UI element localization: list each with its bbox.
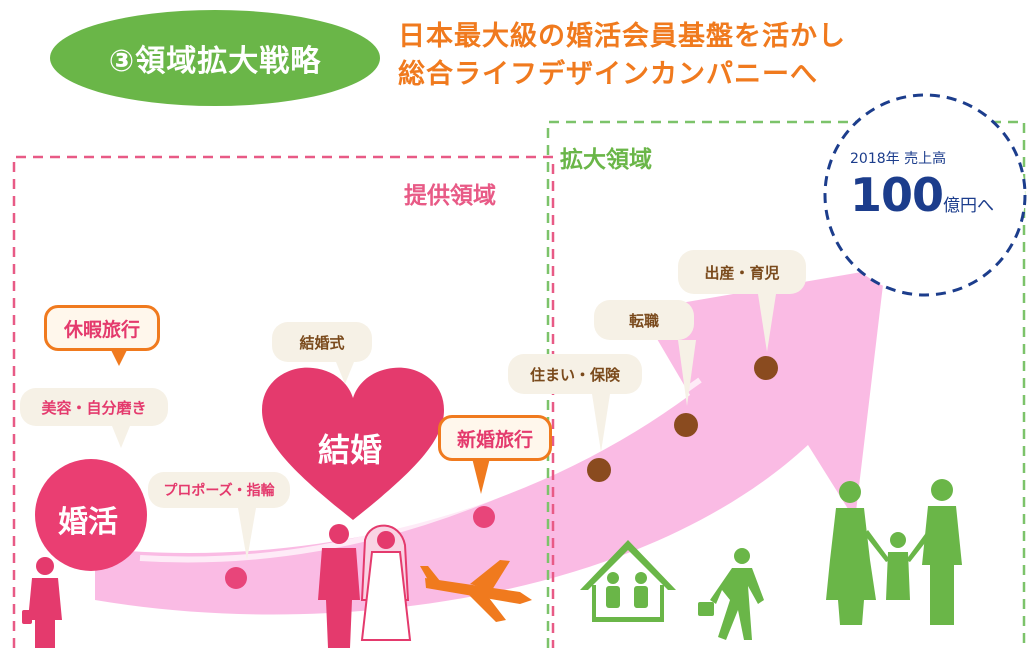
- target-caption: 2018年 売上高: [850, 151, 947, 167]
- beauty-label: 美容・自分磨き: [41, 398, 147, 417]
- target-circle: [823, 93, 1027, 297]
- expanded-zone-label: 拡大領域: [560, 147, 652, 173]
- groom-icon: [318, 524, 360, 648]
- current-zone-border: [12, 155, 555, 648]
- businessman-icon: [22, 557, 62, 648]
- job-change-dot: [674, 413, 698, 437]
- job-change-label: 転職: [628, 311, 659, 330]
- honeymoon-bubble-tail: [472, 458, 490, 494]
- housing-dot: [587, 458, 611, 482]
- housing-bubble-tail: [592, 394, 610, 452]
- section-title: ③領域拡大戦略: [108, 44, 322, 79]
- beauty-bubble: 美容・自分磨き: [20, 388, 168, 426]
- housing-bubble: 住まい・保険: [508, 354, 642, 394]
- heart-shape: [262, 367, 444, 520]
- kekkon-label: 結婚: [318, 431, 383, 469]
- vacation-label: 休暇旅行: [63, 318, 140, 341]
- honeymoon-dot: [473, 506, 495, 528]
- wedding-ceremony-label: 結婚式: [299, 333, 345, 352]
- proposal-dot: [225, 567, 247, 589]
- housing-label: 住まい・保険: [529, 365, 620, 384]
- family-icon: [826, 479, 962, 625]
- konkatsu-circle: [35, 459, 147, 571]
- wedding-ceremony-bubble: 結婚式: [272, 322, 372, 362]
- airplane-icon: [420, 560, 532, 622]
- walking-businessman-icon: [698, 548, 764, 640]
- vacation-bubble-tail: [110, 348, 128, 366]
- house-family-icon: [580, 540, 676, 622]
- honeymoon-label: 新婚旅行: [456, 428, 533, 451]
- childbirth-bubble: 出産・育児: [678, 250, 806, 294]
- proposal-bubble: プロポーズ・指輪: [148, 472, 290, 508]
- vacation-bubble: 休暇旅行: [44, 305, 160, 351]
- job-change-bubble: 転職: [594, 300, 694, 340]
- childbirth-bubble-tail: [758, 294, 776, 352]
- wedding-ceremony-bubble-tail: [336, 362, 354, 384]
- target-value: 100: [850, 168, 944, 222]
- proposal-label: プロポーズ・指輪: [163, 483, 275, 499]
- childbirth-dot: [754, 356, 778, 380]
- current-zone-label: 提供領域: [404, 183, 496, 209]
- proposal-bubble-tail: [238, 508, 256, 560]
- headline-line2: 総合ライフデザインカンパニーへ: [398, 59, 818, 90]
- childbirth-label: 出産・育児: [704, 263, 780, 282]
- section-title-pill: ③領域拡大戦略: [50, 10, 380, 106]
- arrow-highlight: [139, 377, 702, 563]
- job-change-bubble-tail: [678, 340, 696, 406]
- konkatsu-label: 婚活: [58, 505, 118, 540]
- target-value-row: 100億円へ: [850, 168, 994, 222]
- beauty-bubble-tail: [112, 426, 130, 448]
- bride-icon: [360, 524, 412, 641]
- honeymoon-bubble: 新婚旅行: [438, 415, 552, 461]
- headline-line1: 日本最大級の婚活会員基盤を活かし: [398, 21, 846, 52]
- target-unit: 億円へ: [943, 196, 995, 216]
